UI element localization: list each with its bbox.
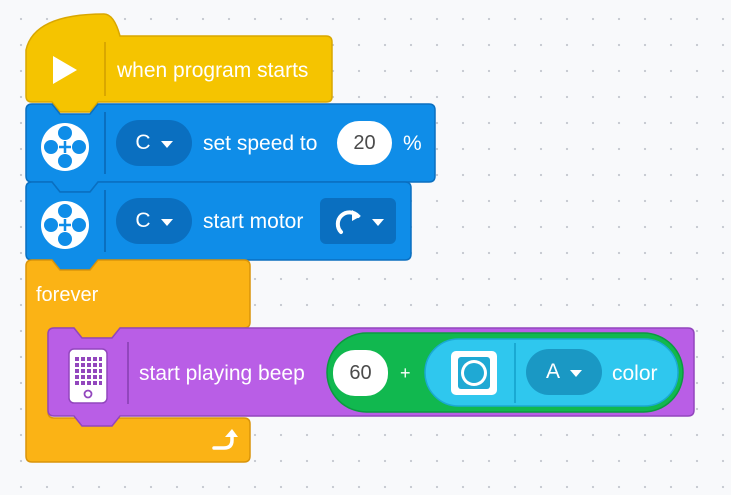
motor-icon	[41, 201, 89, 249]
port-label: A	[545, 360, 560, 383]
motor-icon	[41, 123, 89, 171]
port-dropdown[interactable]: C	[116, 198, 192, 244]
start-block-label: when program starts	[117, 59, 309, 82]
set-speed-label: set speed to	[203, 132, 318, 155]
percent-unit-label: %	[403, 132, 422, 155]
color-sensor-icon	[451, 351, 497, 395]
port-dropdown[interactable]: A	[526, 349, 602, 395]
event-block-shape[interactable]	[25, 13, 333, 113]
beep-label: start playing beep	[139, 362, 305, 385]
chevron-down-icon	[160, 141, 173, 148]
port-label: C	[135, 131, 151, 154]
block-divider	[104, 112, 106, 174]
start-motor-label: start motor	[203, 210, 304, 233]
block-divider	[127, 342, 129, 404]
chevron-down-icon	[372, 219, 384, 226]
forever-block-shape[interactable]	[25, 259, 251, 463]
speed-value-input[interactable]: 20	[337, 121, 392, 165]
block-divider	[514, 343, 516, 403]
plus-operator-label: +	[400, 363, 411, 383]
hub-icon	[68, 348, 108, 404]
beep-value-input[interactable]: 60	[333, 350, 388, 396]
port-label: C	[135, 209, 151, 232]
chevron-down-icon	[160, 219, 173, 226]
block-divider	[104, 42, 106, 96]
port-dropdown[interactable]: C	[116, 120, 192, 166]
forever-label: forever	[36, 284, 99, 306]
loop-arrow-icon	[212, 429, 238, 450]
direction-dropdown[interactable]	[320, 198, 396, 244]
color-label: color	[612, 362, 658, 385]
play-icon	[53, 56, 77, 84]
block-divider	[104, 190, 106, 252]
chevron-down-icon	[570, 370, 582, 377]
clockwise-arrow-icon	[335, 210, 361, 234]
